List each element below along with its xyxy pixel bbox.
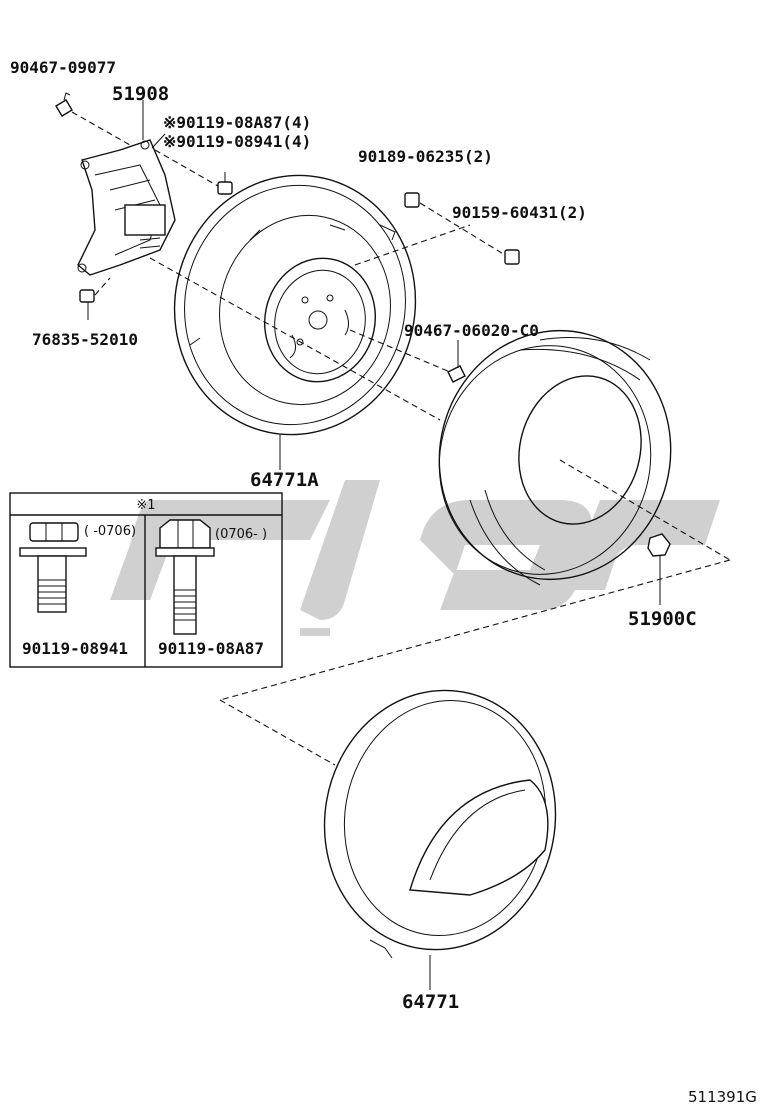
spare-tire-cover [323,689,557,959]
bolt-76835-52010 [79,289,95,303]
label-64771A: 64771A [250,469,319,491]
label-51908: 51908 [112,83,169,105]
carrier-bracket [77,139,176,276]
nut-51900C [647,533,671,557]
label-76835-52010: 76835-52010 [32,330,138,349]
diagram-code: 511391G [688,1088,757,1106]
clip-90467-06020 [447,365,466,383]
inset-right-part: 90119-08A87 [158,639,264,658]
clip-90467-09077 [55,92,73,117]
label-90189-06235: 90189-06235(2) [358,147,493,166]
bolt-90119 [217,172,233,195]
inset-box: ※1 ( -0706) (0706- ) 90119-08941 90119-0… [9,492,283,668]
inset-left-range: ( -0706) [84,524,136,539]
bolt-90189-06235 [404,192,420,208]
label-51900C: 51900C [628,608,697,630]
bolt-90159-60431 [504,249,520,265]
label-90119-08A87: ※90119-08A87(4) [163,113,311,132]
label-90159-60431: 90159-60431(2) [452,203,587,222]
spare-tire [438,329,672,586]
spare-carrier-64771A [173,174,417,436]
inset-right-range: (0706- ) [215,527,267,542]
label-90467-09077: 90467-09077 [10,58,116,77]
label-90119-08941: ※90119-08941(4) [163,132,311,151]
inset-bolt-left [19,522,87,613]
label-90467-06020-C0: 90467-06020-C0 [404,321,539,340]
inset-left-part: 90119-08941 [22,639,128,658]
inset-bolt-right [155,519,215,635]
inset-header: ※1 [136,498,155,513]
watermark-logo [110,480,720,636]
label-64771: 64771 [402,991,459,1013]
